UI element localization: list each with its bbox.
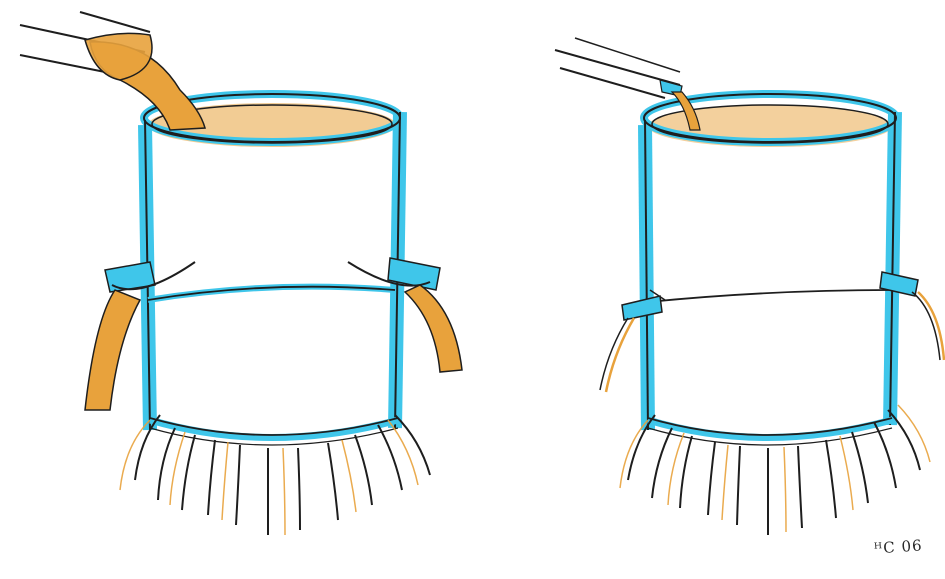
artist-signature: ᴴC 06 [873, 536, 923, 557]
barrel-low-flow-icon [555, 38, 944, 535]
barrel-high-flow-icon [20, 12, 462, 535]
